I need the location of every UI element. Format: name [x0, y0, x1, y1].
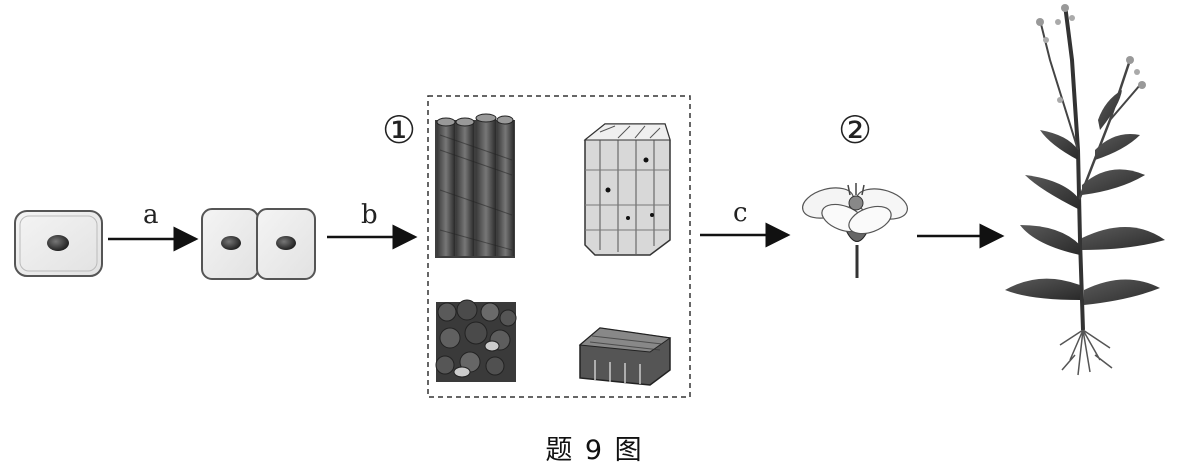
marker-2: ②	[838, 108, 873, 152]
protective-tissue	[578, 327, 672, 386]
label-c: c	[733, 198, 748, 228]
marker-1: ①	[382, 108, 417, 152]
figure-caption: 题 9 图	[545, 435, 644, 466]
label-a: a	[143, 200, 159, 230]
tissues-box	[427, 95, 691, 398]
conducting-tissue	[435, 113, 515, 258]
spongy-tissue	[435, 299, 517, 382]
single-cell	[14, 210, 103, 277]
label-b: b	[361, 200, 378, 230]
two-cells	[201, 208, 316, 280]
basic-tissue	[583, 123, 671, 256]
whole-plant	[1005, 4, 1165, 376]
flower-organ	[802, 183, 908, 278]
